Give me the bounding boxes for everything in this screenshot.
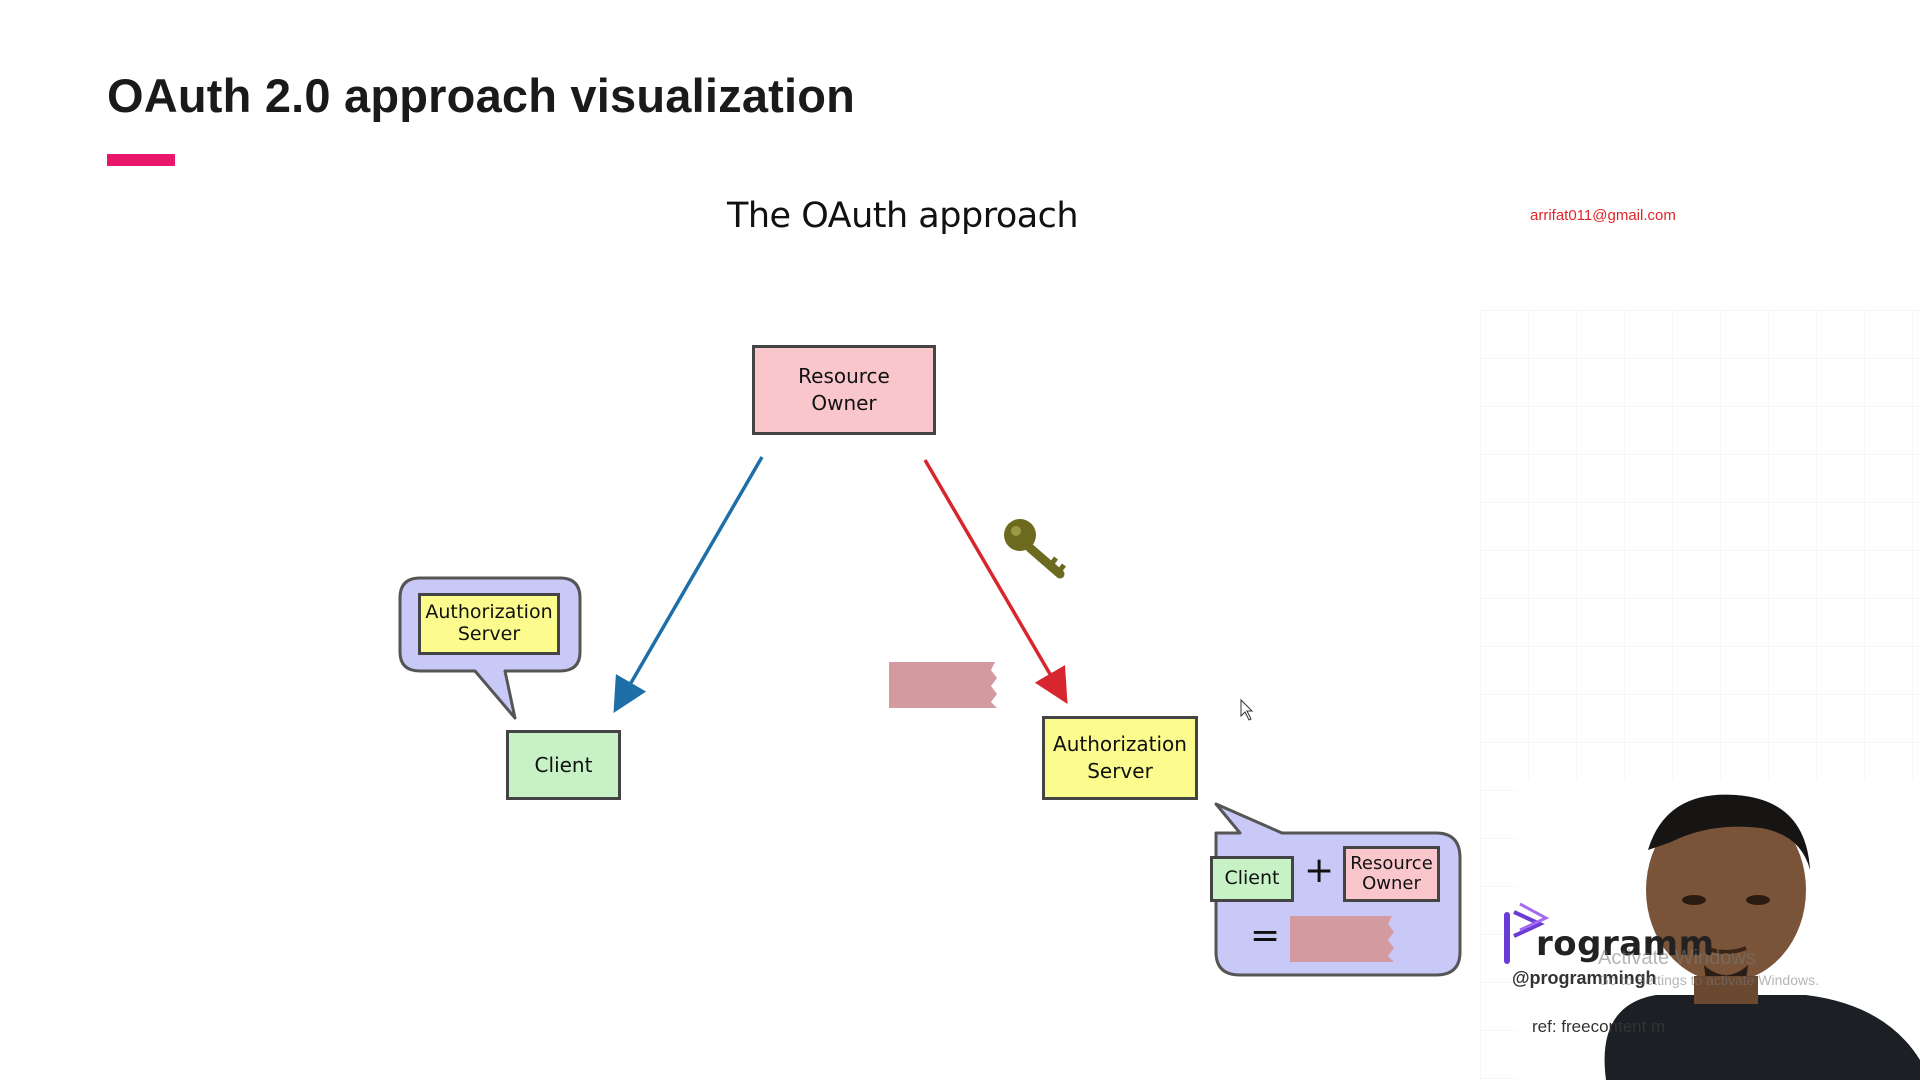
title-underline xyxy=(107,154,175,166)
webcam-overlay xyxy=(1516,780,1920,1080)
token-icon xyxy=(889,662,997,708)
channel-handle: @programmingh xyxy=(1512,968,1657,988)
diagram-title: The OAuth approach xyxy=(727,196,1079,236)
reference-text: ref: freecontent m xyxy=(1532,1017,1666,1036)
client-node: Client xyxy=(506,730,621,800)
bubble-client: Client xyxy=(1210,856,1294,902)
bubble-resource-owner: Resource Owner xyxy=(1343,846,1440,902)
cursor-icon xyxy=(1240,698,1254,721)
presenter-image xyxy=(1516,780,1920,1080)
key-icon xyxy=(1004,519,1066,579)
activate-windows-title: Activate Windows xyxy=(1598,947,1756,969)
brand-text: rogramm xyxy=(1536,924,1715,964)
authorization-server-node: Authorization Server xyxy=(1042,716,1198,800)
resource-owner-node: Resource Owner xyxy=(752,345,936,435)
plus-sign: + xyxy=(1304,850,1335,891)
email-label: arrifat011@gmail.com xyxy=(1530,207,1676,224)
bubble-authorization-server: Authorization Server xyxy=(418,593,560,655)
arrow-to-auth-server xyxy=(923,459,1068,705)
token-icon-bubble xyxy=(1290,916,1394,962)
arrow-to-client xyxy=(613,456,764,714)
slide-title: OAuth 2.0 approach visualization xyxy=(107,69,856,122)
equals-sign: = xyxy=(1250,915,1281,956)
brand-logo-icon xyxy=(1504,902,1550,964)
activate-windows-subtitle: Go to Settings to activate Windows. xyxy=(1598,972,1819,988)
